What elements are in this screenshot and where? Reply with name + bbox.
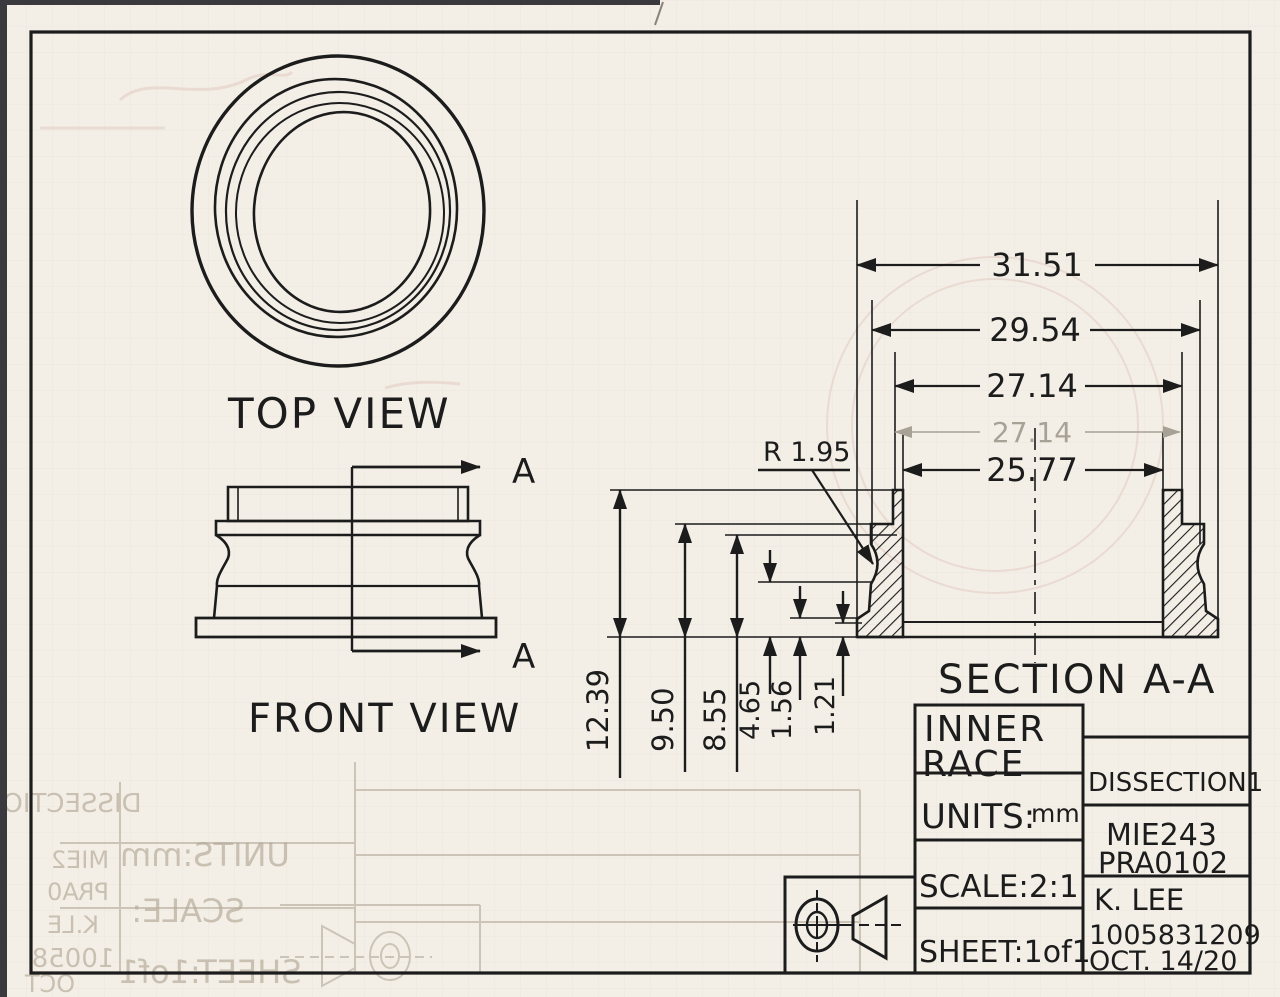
vertical-dimensions: 12.39 9.50 8.55 4.65 1.56 1.21 bbox=[581, 489, 897, 778]
ghost-id-text: 10058 bbox=[32, 944, 115, 974]
radius-callout: R 1.95 bbox=[758, 437, 874, 565]
date-value: OCT. 14/20 bbox=[1089, 946, 1237, 977]
scale-value: SCALE:2:1 bbox=[919, 869, 1079, 905]
top-view-circle-2 bbox=[213, 77, 459, 339]
ghost-units-text: UNITS:mm bbox=[120, 836, 290, 874]
dim-1-56: 1.56 bbox=[767, 680, 798, 740]
dim-25-77: 25.77 bbox=[986, 451, 1078, 489]
part-name-line1: INNER bbox=[924, 709, 1046, 750]
course-line2: PRA0102 bbox=[1098, 846, 1228, 880]
pink-bleed-marks bbox=[40, 1, 1164, 594]
radius-leader-line bbox=[811, 469, 874, 565]
dim-27-14: 27.14 bbox=[986, 367, 1078, 405]
units-value: mm bbox=[1031, 799, 1080, 828]
dim-12-39: 12.39 bbox=[581, 669, 615, 752]
top-view-circle-4 bbox=[234, 102, 446, 324]
horizontal-dimensions: 31.51 29.54 27.14 27.14 25.77 bbox=[856, 246, 1219, 489]
ghost-course2-text: PRA0 bbox=[47, 878, 109, 906]
dim-31-51: 31.51 bbox=[991, 246, 1083, 284]
section-label: SECTION A-A bbox=[938, 657, 1216, 703]
top-view-outer-circle bbox=[190, 54, 486, 368]
project-name: DISSECTION1 bbox=[1088, 768, 1263, 798]
sheet-value: SHEET:1of1 bbox=[919, 935, 1091, 970]
title-block: INNER RACE UNITS: mm SCALE:2:1 SHEET:1of… bbox=[783, 703, 1263, 977]
units-label: UNITS: bbox=[921, 797, 1035, 837]
course-line1: MIE243 bbox=[1106, 818, 1217, 853]
front-view: A A bbox=[194, 452, 535, 677]
dim-radius: R 1.95 bbox=[763, 437, 850, 468]
cut-label-bottom: A bbox=[512, 637, 535, 677]
cut-label-top: A bbox=[512, 452, 535, 492]
ghost-course1-text: MIE2 bbox=[51, 846, 109, 874]
front-view-waist-left bbox=[215, 533, 231, 587]
dim-4-65: 4.65 bbox=[735, 680, 766, 740]
ghost-author-text: K.LE bbox=[47, 911, 99, 939]
student-id: 1005831209 bbox=[1089, 920, 1261, 951]
ghost-bleedthrough-layer: DISSECTIO MIE2 PRA0 K.LE 10058 OCT UNITS… bbox=[2, 762, 861, 997]
front-view-lower-block bbox=[212, 585, 484, 619]
top-view-circle-3 bbox=[224, 90, 452, 332]
section-right-wall bbox=[1161, 488, 1220, 639]
ghost-project-text: DISSECTIO bbox=[2, 789, 141, 819]
section-left-wall bbox=[855, 488, 905, 639]
dim-1-21: 1.21 bbox=[810, 676, 841, 736]
scan-edge-left bbox=[0, 0, 7, 997]
ghost-scale-text: SCALE: bbox=[131, 892, 244, 930]
section-view bbox=[855, 200, 1220, 663]
author-name: K. LEE bbox=[1094, 883, 1184, 917]
front-view-label: FRONT VIEW bbox=[248, 696, 521, 742]
top-view-inner-circle bbox=[252, 110, 432, 314]
front-view-waist-right bbox=[465, 533, 481, 587]
top-view bbox=[190, 54, 486, 368]
projection-symbol bbox=[793, 890, 906, 962]
projection-cone bbox=[851, 894, 888, 961]
dim-9-50: 9.50 bbox=[646, 687, 680, 752]
top-view-label: TOP VIEW bbox=[227, 389, 451, 438]
scan-edge-top bbox=[0, 0, 660, 5]
front-view-base bbox=[194, 616, 498, 639]
part-name-line2: RACE bbox=[922, 744, 1025, 785]
dim-27-14-erased: 27.14 bbox=[992, 416, 1072, 449]
dim-8-55: 8.55 bbox=[698, 687, 732, 752]
dim-29-54: 29.54 bbox=[989, 311, 1081, 349]
